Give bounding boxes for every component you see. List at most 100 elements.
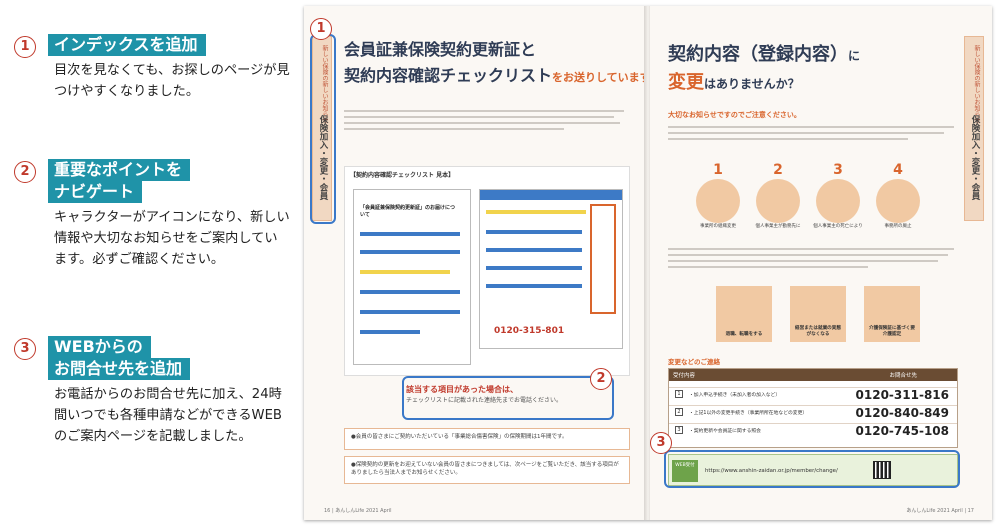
page-title-main: 契約内容確認チェックリスト (344, 66, 553, 85)
contact-row-3: 3 ・契約更新や会員証に関する照会 0120-745-108 (669, 423, 957, 438)
contact-phone[interactable]: 0120-745-108 (855, 424, 949, 438)
feature-tag: インデックスを追加 (48, 34, 206, 56)
page-title-suffix: をお送りしています (552, 71, 646, 84)
contact-number: 3 (675, 426, 683, 434)
page-title-suffix: はありませんか？ (704, 77, 800, 91)
contact-row-2: 2 ・上記1以外の変更手続き（事業所所在地などの変更） 0120-840-849 (669, 405, 957, 420)
section2-text (668, 244, 958, 272)
contact-phone[interactable]: 0120-311-816 (855, 388, 949, 402)
step-text: 個人事業主の死亡により (813, 224, 863, 229)
important-notice: 大切なお知らせですのでご注意ください。 (668, 111, 801, 119)
left-page: 新しい保険の新しいお知らせ 保険加入・変更・会員 会員証兼保険契約更新証と 契約… (304, 6, 646, 520)
step-icon (876, 179, 920, 223)
step-1: 1 事業所の組織変更 (692, 162, 744, 230)
feature-tag: 重要なポイントを (48, 159, 191, 181)
index-tab-small-text: 新しい保険の新しいお知らせ (321, 45, 328, 123)
notice-2: ●保険契約の更新をお迎えていない会員の皆さまにつきましては、次ページをご覧いただ… (344, 456, 630, 484)
web-url-link[interactable]: https://www.anshin-zaidan.or.jp/member/c… (705, 468, 838, 474)
step-number: 4 (893, 162, 903, 178)
feature-number: 1 (14, 36, 36, 58)
case-text: 経営または就業の実態がなくなる (795, 326, 841, 337)
step-text: 事務所の廃止 (884, 224, 912, 229)
feature-description: キャラクターがアイコンになり、新しい情報や大切なお知らせをご案内しています。必ず… (54, 210, 290, 267)
contact-number: 1 (675, 390, 683, 398)
page-title-line2: 変更はありませんか？ (668, 68, 800, 94)
left-footer: 16 | あんしんLife 2021 April (324, 508, 392, 514)
spread-gutter (644, 6, 652, 520)
section1-text (668, 122, 958, 144)
marker-2: 2 (590, 368, 612, 390)
feature-number: 2 (14, 161, 36, 183)
step-icon (756, 179, 800, 223)
document-thumbnail: 「会員証兼保険契約更新証」のお届けについて (353, 189, 471, 365)
marker-3: 3 (650, 432, 672, 454)
checklist-phone: 0120-315-801 (494, 326, 565, 336)
step-2: 2 個人事業主が勤務先に (752, 162, 804, 230)
contact-text: ・加入申込手続き（未加入者の加入など） (689, 393, 781, 398)
card-title: 【契約内容確認チェックリスト 見本】 (350, 172, 455, 179)
callout-sub: チェックリストに記載された連絡先までお電話ください。 (406, 397, 563, 404)
step-3: 3 個人事業主の死亡により (812, 162, 864, 230)
page-title-line1: 契約内容（登録内容）に (668, 40, 860, 66)
case-card-3: 介護保険証に基づく要介護認定 (864, 286, 920, 342)
document-heading: 「会員証兼保険契約更新証」のお届けについて (360, 205, 456, 218)
page-title-main: 契約内容（登録内容） (668, 44, 848, 65)
notice-1: ●会員の皆さまにご契約いただいている「事業総合傷害保険」の保険期間は1年間です。 (344, 428, 630, 450)
case-card-2: 経営または就業の実態がなくなる (790, 286, 846, 342)
web-label: WEB受付 (672, 460, 698, 482)
case-text: 介護保険証に基づく要介護認定 (869, 326, 915, 337)
case-card-1: 退職、転職をする (716, 286, 772, 342)
right-footer: あんしんLife 2021 April | 17 (906, 508, 974, 514)
index-tab-small-text: 新しい保険の新しいお知らせ (973, 45, 980, 123)
magazine-spread: 新しい保険の新しいお知らせ 保険加入・変更・会員 会員証兼保険契約更新証と 契約… (304, 6, 992, 520)
intro-text-block (344, 106, 630, 134)
index-tab[interactable]: 新しい保険の新しいお知らせ 保険加入・変更・会員 (964, 36, 984, 221)
contact-row-1: 1 ・加入申込手続き（未加入者の加入など） 0120-311-816 (669, 387, 957, 402)
feature-1: 1 インデックスを追加 目次を見なくても、お探しのページが見つけやすくなりました… (14, 34, 294, 102)
step-text: 個人事業主が勤務先に (755, 224, 801, 229)
contact-phone[interactable]: 0120-840-849 (855, 406, 949, 420)
feature-3: 3 WEBからの お問合せ先を追加 お電話からのお問合せ先に加え、24時間いつで… (14, 336, 294, 447)
callout-text: 該当する項目があった場合は、 チェックリストに記載された連絡先までお電話ください… (406, 384, 606, 404)
contact-number: 2 (675, 408, 683, 416)
contact-text: ・上記1以外の変更手続き（事業所所在地などの変更） (689, 411, 808, 416)
feature-tag: ナビゲート (48, 181, 143, 203)
feature-description: 目次を見なくても、お探しのページが見つけやすくなりました。 (54, 63, 290, 99)
highlight-callout (402, 376, 614, 420)
feature-tag: WEBからの (48, 336, 151, 358)
feature-2: 2 重要なポイントを ナビゲート キャラクターがアイコンになり、新しい情報や大切… (14, 159, 294, 270)
index-tab-label: 保険加入・変更・会員 (318, 115, 328, 200)
contact-header-right: お問合せ先 (889, 373, 917, 379)
checklist-sample-card: 【契約内容確認チェックリスト 見本】 「会員証兼保険契約更新証」のお届けについて… (344, 166, 630, 376)
case-text: 退職、転職をする (725, 332, 763, 337)
right-page: 新しい保険の新しいお知らせ 保険加入・変更・会員 契約内容（登録内容）に 変更は… (650, 6, 992, 520)
highlight-web-row (664, 450, 960, 488)
step-4: 4 事務所の廃止 (872, 162, 924, 230)
step-number: 1 (713, 162, 723, 178)
step-icon (696, 179, 740, 223)
web-contact-row: WEB受付 https://www.anshin-zaidan.or.jp/me… (668, 454, 958, 486)
contact-text: ・契約更新や会員証に関する照会 (689, 429, 761, 434)
contact-table-header: 受付内容 お問合せ先 (669, 369, 957, 381)
checklist-highlight (590, 204, 616, 314)
feature-description: お電話からのお問合せ先に加え、24時間いつでも各種申請などができるWEBのご案内… (54, 387, 282, 444)
index-tab-label: 保険加入・変更・会員 (970, 115, 980, 200)
page-title-line1: 会員証兼保険契約更新証と (344, 40, 537, 59)
marker-1: 1 (310, 18, 332, 40)
qr-code-icon (873, 461, 891, 479)
page-title-line2: 契約内容確認チェックリストをお送りしています (344, 62, 646, 86)
step-text: 事業所の組織変更 (700, 224, 736, 229)
step-number: 2 (773, 162, 783, 178)
feature-tag: お問合せ先を追加 (48, 358, 191, 380)
checklist-thumbnail: 0120-315-801 (479, 189, 623, 349)
step-number: 3 (833, 162, 843, 178)
contact-section-title: 変更などのご連絡 (668, 358, 720, 366)
callout-main: 該当する項目があった場合は、 (406, 385, 518, 394)
page-title-suffix: に (848, 49, 861, 63)
page-title-main: 変更 (668, 72, 704, 93)
step-icon (816, 179, 860, 223)
feature-number: 3 (14, 338, 36, 360)
index-tab[interactable]: 新しい保険の新しいお知らせ 保険加入・変更・会員 (312, 36, 332, 221)
contact-table: 受付内容 お問合せ先 1 ・加入申込手続き（未加入者の加入など） 0120-31… (668, 368, 958, 448)
highlight-index-tab (310, 34, 336, 224)
